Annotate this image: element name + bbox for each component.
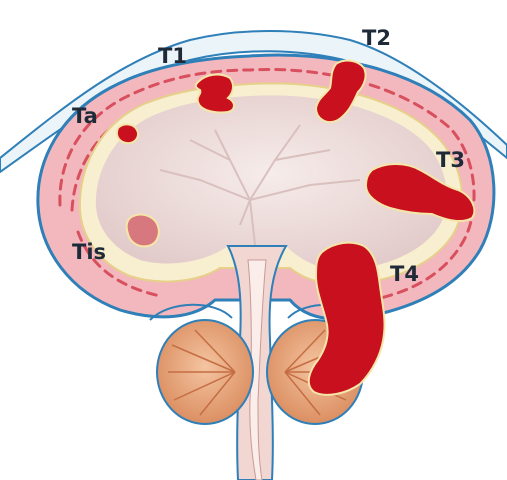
label-ta: Ta [72, 104, 98, 128]
label-t2: T2 [362, 26, 391, 50]
tumor-tis [127, 215, 159, 247]
label-t4: T4 [390, 262, 419, 286]
tumor-t1 [196, 75, 234, 113]
label-t1: T1 [158, 44, 187, 68]
tumor-ta [117, 124, 138, 143]
label-t3: T3 [436, 148, 465, 172]
label-tis: Tis [72, 240, 106, 264]
